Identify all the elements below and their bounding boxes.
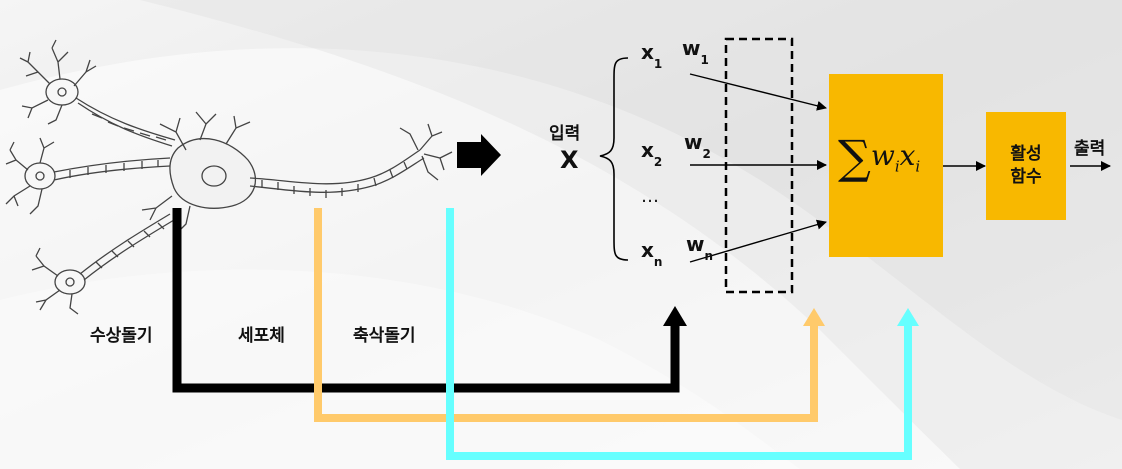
sum-box <box>829 74 943 257</box>
input-xn: xn <box>641 238 663 269</box>
axon-label: 축삭돌기 <box>353 326 416 346</box>
weight-w2: w2 <box>684 130 711 161</box>
neuron-cell-middle <box>5 137 171 215</box>
weight-w1: w1 <box>682 36 709 67</box>
weighted-sum-formula: ∑wixi <box>838 130 921 184</box>
neuron-cell-main <box>141 111 453 235</box>
input-arrow-1 <box>689 73 827 111</box>
neuron-cell-bottom <box>31 213 175 315</box>
activation-box <box>986 112 1066 220</box>
input-ellipsis: … <box>641 186 659 207</box>
input-x1: x1 <box>641 40 663 71</box>
axon-arrowhead-icon <box>897 308 919 326</box>
soma-arrowhead-icon <box>803 308 825 326</box>
soma-label: 세포체 <box>238 326 285 346</box>
weight-wn: wn <box>686 232 714 263</box>
input-label: 입력 <box>549 124 581 144</box>
input-symbol: X <box>560 146 579 174</box>
neuron-cell-top <box>19 39 176 147</box>
soma-mapping-path <box>314 208 818 422</box>
input-arrow-n <box>689 219 827 263</box>
output-label: 출력 <box>1074 139 1106 159</box>
dendrite-label: 수상돌기 <box>90 326 153 346</box>
input-x2: x2 <box>641 138 663 169</box>
activation-function-label: 활성 함수 <box>1010 144 1042 187</box>
dendrite-arrowhead-icon <box>663 306 687 326</box>
axon-mapping-path <box>446 208 912 460</box>
sigma-symbol: ∑ <box>838 130 871 184</box>
neuron-illustration <box>5 39 453 315</box>
transition-arrow-icon <box>457 134 501 176</box>
dendrite-mapping-path <box>172 208 680 393</box>
input-brace <box>599 57 629 261</box>
